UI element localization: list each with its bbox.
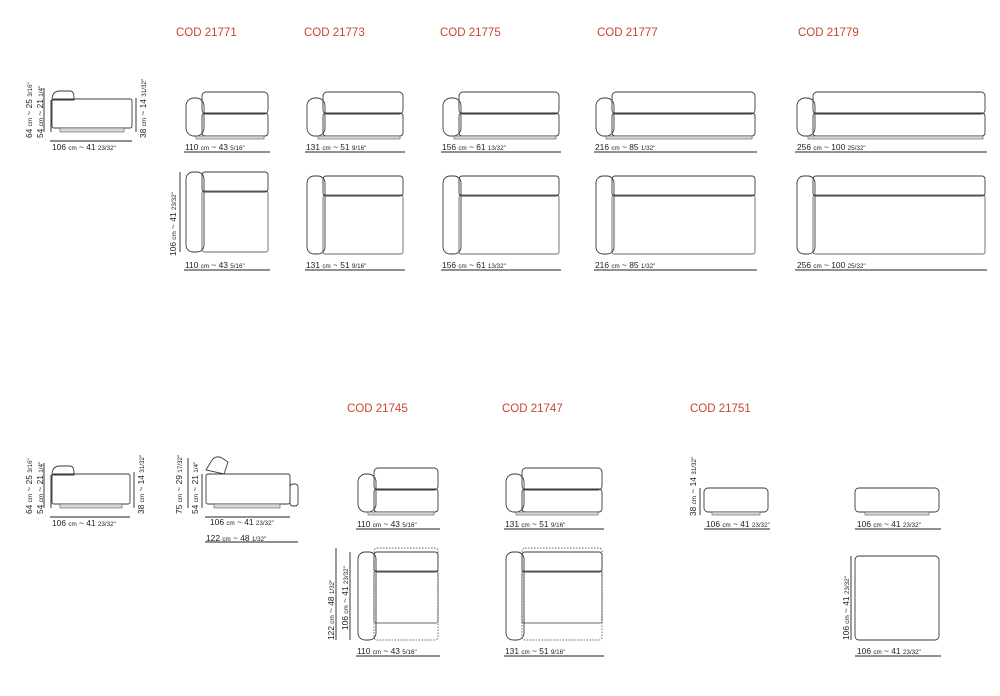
top-21777 xyxy=(594,175,757,271)
code-21771: COD 21771 xyxy=(176,27,237,39)
code-21777: COD 21777 xyxy=(597,27,658,39)
side-profile-reclined xyxy=(187,456,299,543)
front-21779 xyxy=(795,91,987,153)
front-21751 xyxy=(699,487,770,530)
width-106-label: 106 cm ~ 41 23/32" xyxy=(52,142,116,152)
width-106-front-21751: 106 cm ~ 41 23/32" xyxy=(706,519,770,529)
height-64-label-2: 64 cm ~ 25 3/16" xyxy=(24,458,34,514)
top-21773 xyxy=(305,175,405,271)
front-21771 xyxy=(184,91,270,153)
width-106-top-ottoman: 106 cm ~ 41 23/32" xyxy=(857,646,921,656)
width-110-front-21771: 110 cm ~ 43 5/16" xyxy=(185,142,245,152)
code-21747: COD 21747 xyxy=(502,403,563,415)
code-21775: COD 21775 xyxy=(440,27,501,39)
width-110-top-21745: 110 cm ~ 43 5/16" xyxy=(357,646,417,656)
height-54-label: 54 cm ~ 21 1/4" xyxy=(35,86,45,138)
front-21775 xyxy=(441,91,561,153)
height-75-label: 75 cm ~ 29 17/32" xyxy=(174,455,184,514)
height-38-label-2: 38 cm ~ 14 31/32" xyxy=(136,455,146,514)
top-21745 xyxy=(335,547,440,657)
top-ottoman xyxy=(850,555,941,657)
width-156-top-21775: 156 cm ~ 61 13/32" xyxy=(442,260,506,270)
width-216-top-21777: 216 cm ~ 85 1/32" xyxy=(595,260,655,270)
depth-122-top-21745: 122 cm ~ 48 1/32" xyxy=(326,580,336,640)
height-54-label-2: 54 cm ~ 21 1/4" xyxy=(35,462,45,514)
width-106-label-3: 106 cm ~ 41 23/32" xyxy=(210,517,274,527)
code-21773: COD 21773 xyxy=(304,27,365,39)
width-131-top-21773: 131 cm ~ 51 9/16" xyxy=(306,260,366,270)
front-21777 xyxy=(594,91,757,153)
depth-106-top-21745: 106 cm ~ 41 23/32" xyxy=(340,566,350,630)
side-profile-bottom xyxy=(43,463,135,518)
depth-106-top-21771: 106 cm ~ 41 23/32" xyxy=(168,192,178,256)
width-122-label: 122 cm ~ 48 1/32" xyxy=(206,533,266,543)
height-38-label-3: 38 cm ~ 14 31/32" xyxy=(688,457,698,516)
height-64-label: 64 cm ~ 25 3/16" xyxy=(24,82,34,138)
width-106-front-ottoman-2: 106 cm ~ 41 23/32" xyxy=(857,519,921,529)
top-21775 xyxy=(441,175,561,271)
side-profile-top xyxy=(43,88,137,142)
width-110-top-21771: 110 cm ~ 43 5/16" xyxy=(185,260,245,270)
height-54-label-3: 54 cm ~ 21 1/4" xyxy=(190,462,200,514)
width-110-front-21745: 110 cm ~ 43 5/16" xyxy=(357,519,417,529)
width-256-front-21779: 256 cm ~ 100 25/32" xyxy=(797,142,866,152)
width-256-top-21779: 256 cm ~ 100 25/32" xyxy=(797,260,866,270)
code-21751: COD 21751 xyxy=(690,403,751,415)
width-156-front-21775: 156 cm ~ 61 13/32" xyxy=(442,142,506,152)
top-21747 xyxy=(504,547,604,657)
width-131-top-21747: 131 cm ~ 51 9/16" xyxy=(505,646,565,656)
front-21773 xyxy=(305,91,405,153)
width-131-front-21773: 131 cm ~ 51 9/16" xyxy=(306,142,366,152)
top-21779 xyxy=(795,175,987,271)
top-21771 xyxy=(179,171,270,271)
front-21745 xyxy=(356,467,440,530)
code-21745: COD 21745 xyxy=(347,403,408,415)
width-106-label-2: 106 cm ~ 41 23/32" xyxy=(52,518,116,528)
width-216-front-21777: 216 cm ~ 85 1/32" xyxy=(595,142,655,152)
code-21779: COD 21779 xyxy=(798,27,859,39)
front-21747 xyxy=(504,467,604,530)
depth-106-top-ottoman: 106 cm ~ 41 23/32" xyxy=(841,576,851,640)
height-38-label: 38 cm ~ 14 31/32" xyxy=(138,79,148,138)
front-ottoman-2 xyxy=(854,487,941,530)
width-131-front-21747: 131 cm ~ 51 9/16" xyxy=(505,519,565,529)
